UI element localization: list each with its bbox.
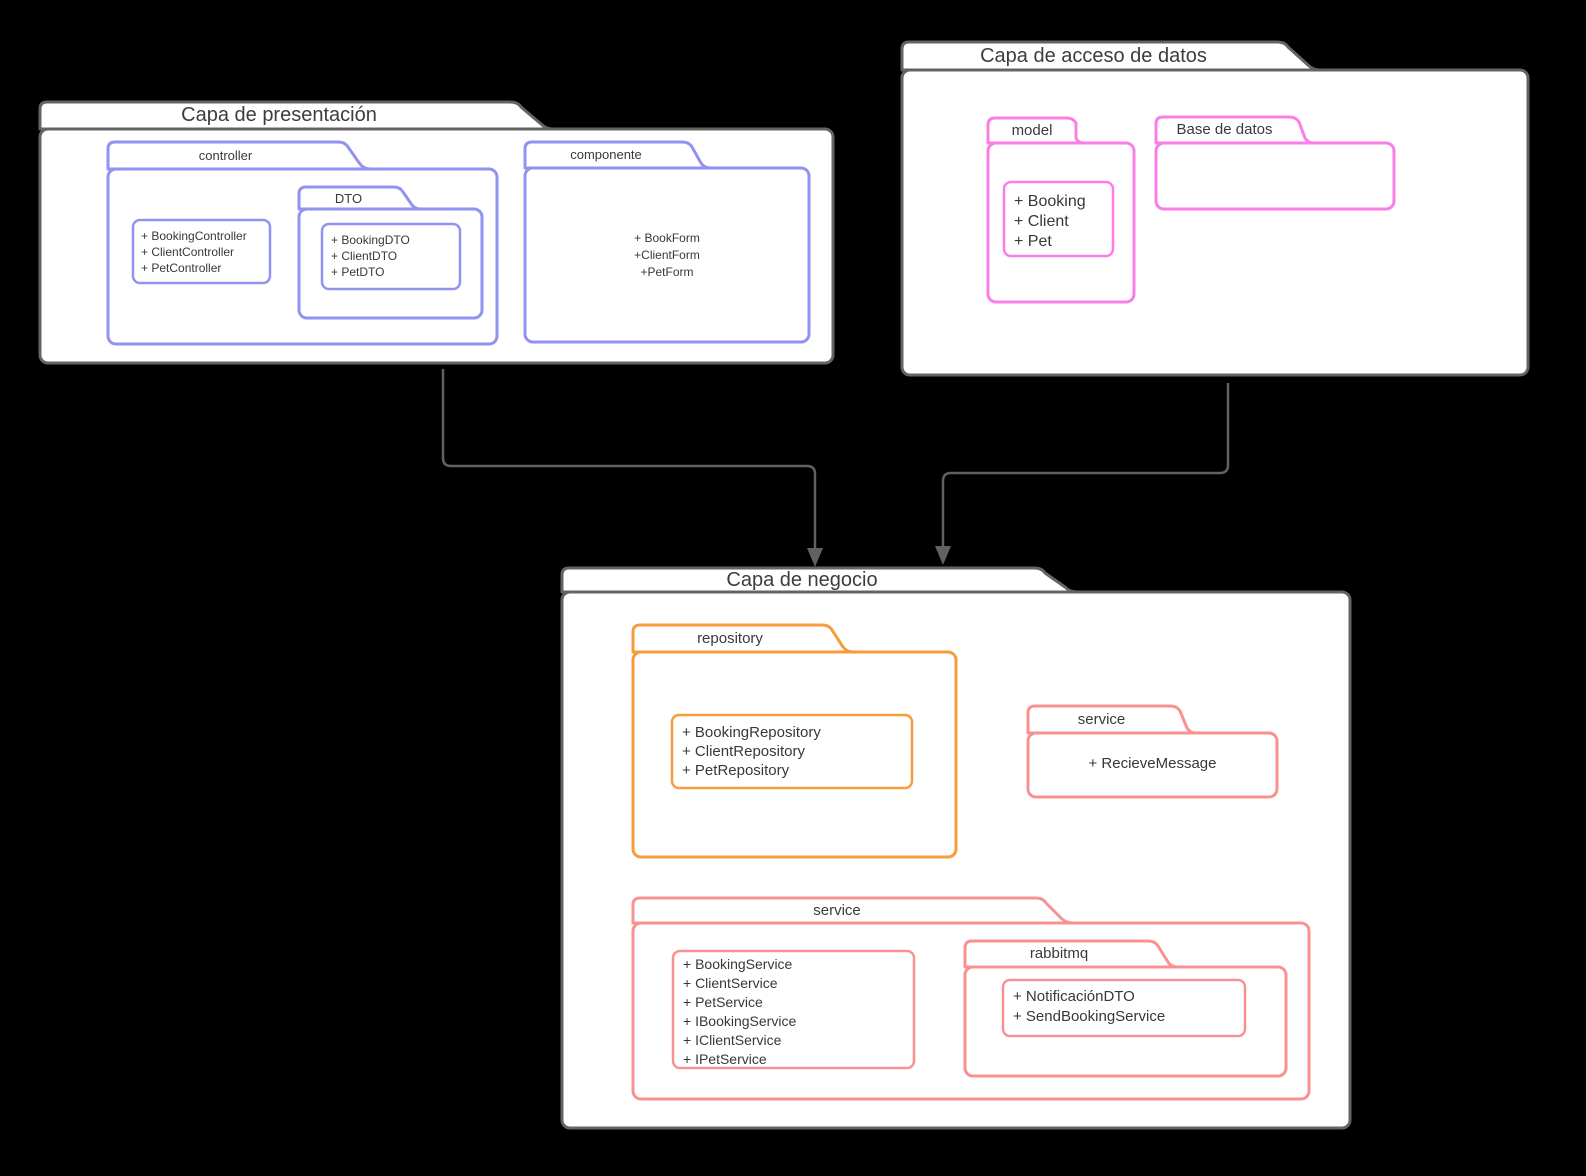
controller-package-tab [106,140,373,171]
base-de-datos-package-tab [1154,115,1316,145]
service-label: service [813,902,861,919]
member-line: + IPetService [683,1051,767,1067]
rabbitmq-members: + NotificaciónDTO + SendBookingService [1013,987,1165,1027]
presentacion-title: Capa de presentación [181,104,377,126]
member-line: +PetForm [640,265,694,279]
member-line: + IClientService [683,1032,782,1048]
model-label: model [1011,122,1053,139]
connector-acceso-to-negocio [941,383,1230,547]
service-receiver-members: + RecieveMessage [1028,754,1277,773]
member-line: + ClientService [683,975,778,991]
member-line: + IBookingService [683,1013,797,1029]
member-line: + Booking [1014,193,1086,210]
member-line: + BookingController [141,229,247,243]
arrowhead-presentacion-to-negocio [807,548,823,567]
acceso-package-tab [900,40,1322,72]
dto-package-tab [297,185,423,211]
rabbitmq-package-tab [963,939,1180,969]
member-line: + NotificaciónDTO [1013,988,1135,1005]
member-line: + PetService [683,994,763,1010]
componente-label: componente [570,147,642,162]
model-class-box [1002,180,1115,258]
service-receiver-package-tab [1026,704,1198,735]
member-line: + RecieveMessage [1088,755,1217,772]
service-receiver-label: service [1077,711,1126,728]
negocio-title: Capa de negocio [726,569,878,591]
model-package-tab [986,116,1086,145]
presentacion-package-tab [38,100,555,131]
model-members: + Booking + Client + Pet [1014,192,1086,252]
member-line: + ClientRepository [682,743,805,760]
member-line: + BookingDTO [331,233,410,247]
base-de-datos-package-body [1154,141,1396,211]
member-line: + PetController [141,261,222,275]
member-line: + SendBookingService [1013,1008,1166,1025]
repository-label: repository [697,630,763,647]
member-line: + BookingService [683,956,793,972]
member-line: + BookingRepository [682,724,821,741]
member-line: + PetRepository [682,762,790,779]
dto-class-box [320,222,462,291]
repository-class-box [670,713,914,790]
arrowhead-acceso-to-negocio [935,546,951,565]
componente-members: + BookForm +ClientForm +PetForm [526,230,808,281]
member-line: + Pet [1014,233,1052,250]
repository-members: + BookingRepository + ClientRepository +… [682,723,821,780]
rabbitmq-label: rabbitmq [1029,945,1089,962]
member-line: + ClientController [141,245,235,259]
service-package-tab [631,896,1075,925]
connector-presentacion-to-negocio [441,369,817,549]
member-line: + Client [1014,213,1069,230]
controller-members: + BookingController + ClientController +… [141,228,247,276]
dto-members: + BookingDTO + ClientDTO + PetDTO [331,232,410,280]
controller-class-box [131,218,272,285]
negocio-package-tab [560,566,1079,594]
controller-label: controller [198,148,253,163]
dto-label: DTO [334,191,363,206]
member-line: + PetDTO [331,265,385,279]
componente-package-tab [523,140,713,170]
member-line: +ClientForm [634,248,700,262]
repository-package-tab [631,623,855,654]
service-members: + BookingService + ClientService + PetSe… [683,955,796,1069]
member-line: + ClientDTO [331,249,398,263]
base-de-datos-label: Base de datos [1176,121,1273,138]
rabbitmq-class-box [1001,978,1247,1038]
acceso-title: Capa de acceso de datos [980,45,1207,67]
service-class-box [671,949,916,1070]
member-line: + BookForm [634,231,700,245]
